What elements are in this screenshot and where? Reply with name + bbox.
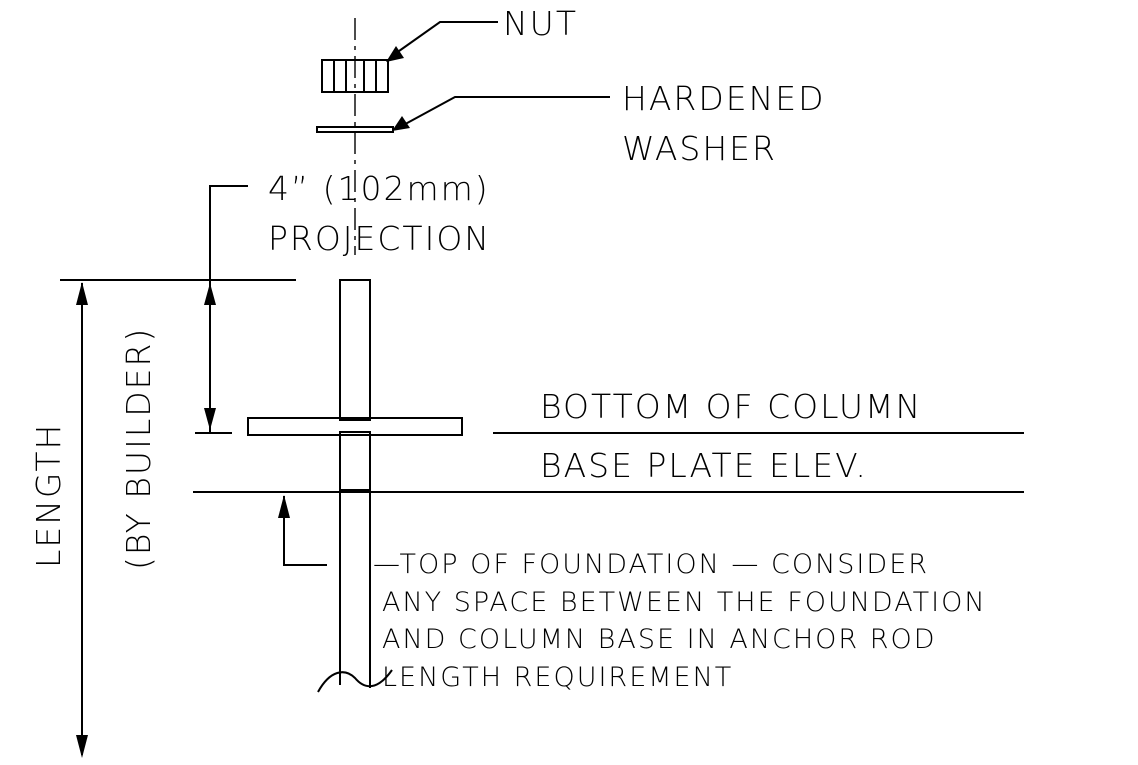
washer-label-line1: HARDENED (622, 79, 826, 118)
foundation-note-line4: LENGTH REQUIREMENT (382, 662, 733, 693)
washer-label-line2: WASHER (622, 129, 777, 168)
foundation-note-line1: —TOP OF FOUNDATION — CONSIDER (373, 549, 929, 580)
base-plate (247, 417, 463, 436)
bottom-of-column-label: BOTTOM OF COLUMN (540, 387, 922, 426)
washer-leader (392, 96, 610, 131)
threaded-rod (339, 279, 371, 491)
base-plate-elev-label: BASE PLATE ELEV. (540, 446, 868, 485)
nut-shape (321, 59, 389, 93)
foundation-note-line3: AND COLUMN BASE IN ANCHOR ROD (382, 624, 937, 655)
projection-label-line2: PROJECTION (268, 219, 491, 258)
washer-shape (316, 126, 394, 133)
smooth-rod (317, 490, 393, 693)
projection-label-line1: 4” (102mm) (268, 169, 490, 208)
foundation-note-line2: ANY SPACE BETWEEN THE FOUNDATION (382, 587, 987, 618)
foundation-leader (278, 495, 327, 566)
nut-label: NUT (503, 4, 578, 43)
length-label: LENGTH (29, 423, 68, 568)
nut-leader (386, 21, 498, 62)
by-builder-label: (BY BUILDER) (119, 327, 158, 570)
projection-dimension (195, 185, 248, 434)
length-dimension (76, 282, 88, 758)
